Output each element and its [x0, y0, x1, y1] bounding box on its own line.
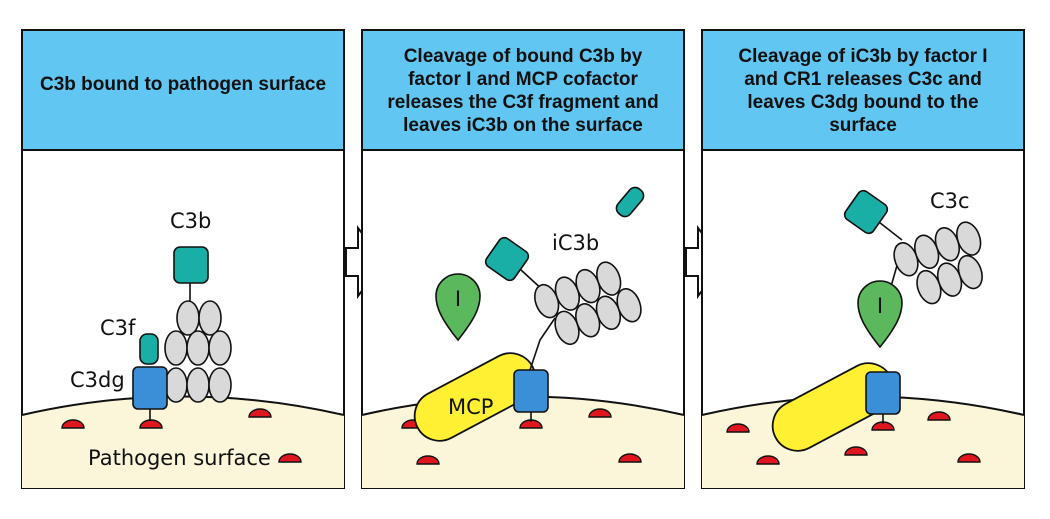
c3b-label: C3b: [170, 209, 211, 233]
panel-3-antigens: [726, 411, 981, 465]
factor-i-panel-3: [857, 280, 903, 349]
panel-2-header-line-2: factor I and MCP cofactor: [408, 69, 638, 90]
panel-3-header-line-2: and CR1 releases C3c and: [744, 69, 982, 90]
ic3b-teal-domain: [484, 236, 530, 282]
c3b-teal-domain: [173, 246, 209, 284]
panel-1-antigens: [61, 408, 302, 463]
c3dg-domain-panel-3: [865, 371, 901, 415]
panel-1-header-line-1: C3b bound to pathogen surface: [40, 74, 326, 95]
c3c-teal-domain: [843, 189, 889, 235]
panel-2-header-line-3: releases the C3f fragment and: [387, 92, 658, 113]
factor-i-label-panel-2: I: [455, 287, 461, 311]
panel-2-header-line-4: leaves iC3b on the surface: [403, 115, 643, 136]
panel-1-header: [21, 29, 345, 151]
panel-2-header-line-1: Cleavage of bound C3b by: [404, 46, 643, 67]
antigen: [416, 455, 440, 465]
panel-2-header: [361, 29, 685, 151]
c3dg-label: C3dg: [70, 368, 125, 392]
antigen: [756, 455, 780, 465]
pathogen-surface-label: Pathogen surface: [88, 446, 271, 470]
panel-3-header-line-1: Cleavage of iC3b by factor I: [738, 46, 987, 67]
antigen: [248, 408, 272, 418]
c3c-label: C3c: [930, 189, 970, 213]
c3f-label: C3f: [100, 316, 136, 340]
antigen: [278, 453, 302, 463]
antigen: [519, 419, 543, 429]
c3c-fragment: [843, 189, 988, 308]
mcp-label: MCP: [448, 395, 493, 419]
released-c3f-fragment: [615, 186, 645, 218]
panel-3: Cleavage of iC3b by factor I and CR1 rel…: [701, 29, 1025, 489]
ic3b-label: iC3b: [552, 231, 599, 255]
panel-1-surface: [22, 396, 344, 488]
antigen: [927, 411, 951, 421]
panel-1: C3b bound to pathogen surface: [21, 29, 345, 489]
antigen: [844, 446, 868, 456]
ic3b-molecule: [484, 236, 646, 422]
factor-i-panel-2: [435, 273, 481, 342]
antigen: [871, 421, 895, 431]
c3b-molecule: [132, 246, 232, 421]
c3dg-domain: [132, 366, 168, 410]
antigen: [957, 453, 981, 463]
panel-3-header-line-4: surface: [829, 115, 897, 136]
antigen: [139, 419, 163, 429]
antigen: [588, 408, 612, 418]
panel-3-header: [701, 29, 1025, 151]
mcp-cofactor: [413, 352, 537, 442]
antigen: [726, 423, 750, 433]
antigen: [61, 419, 85, 429]
panel-2: Cleavage of bound C3b by factor I and MC…: [361, 29, 685, 489]
factor-i-label-panel-3: I: [877, 294, 883, 318]
antigen: [618, 453, 642, 463]
c3dg-domain-panel-2: [513, 369, 549, 413]
c3f-fragment: [139, 333, 159, 365]
panel-3-header-line-3: leaves C3dg bound to the: [747, 92, 978, 113]
